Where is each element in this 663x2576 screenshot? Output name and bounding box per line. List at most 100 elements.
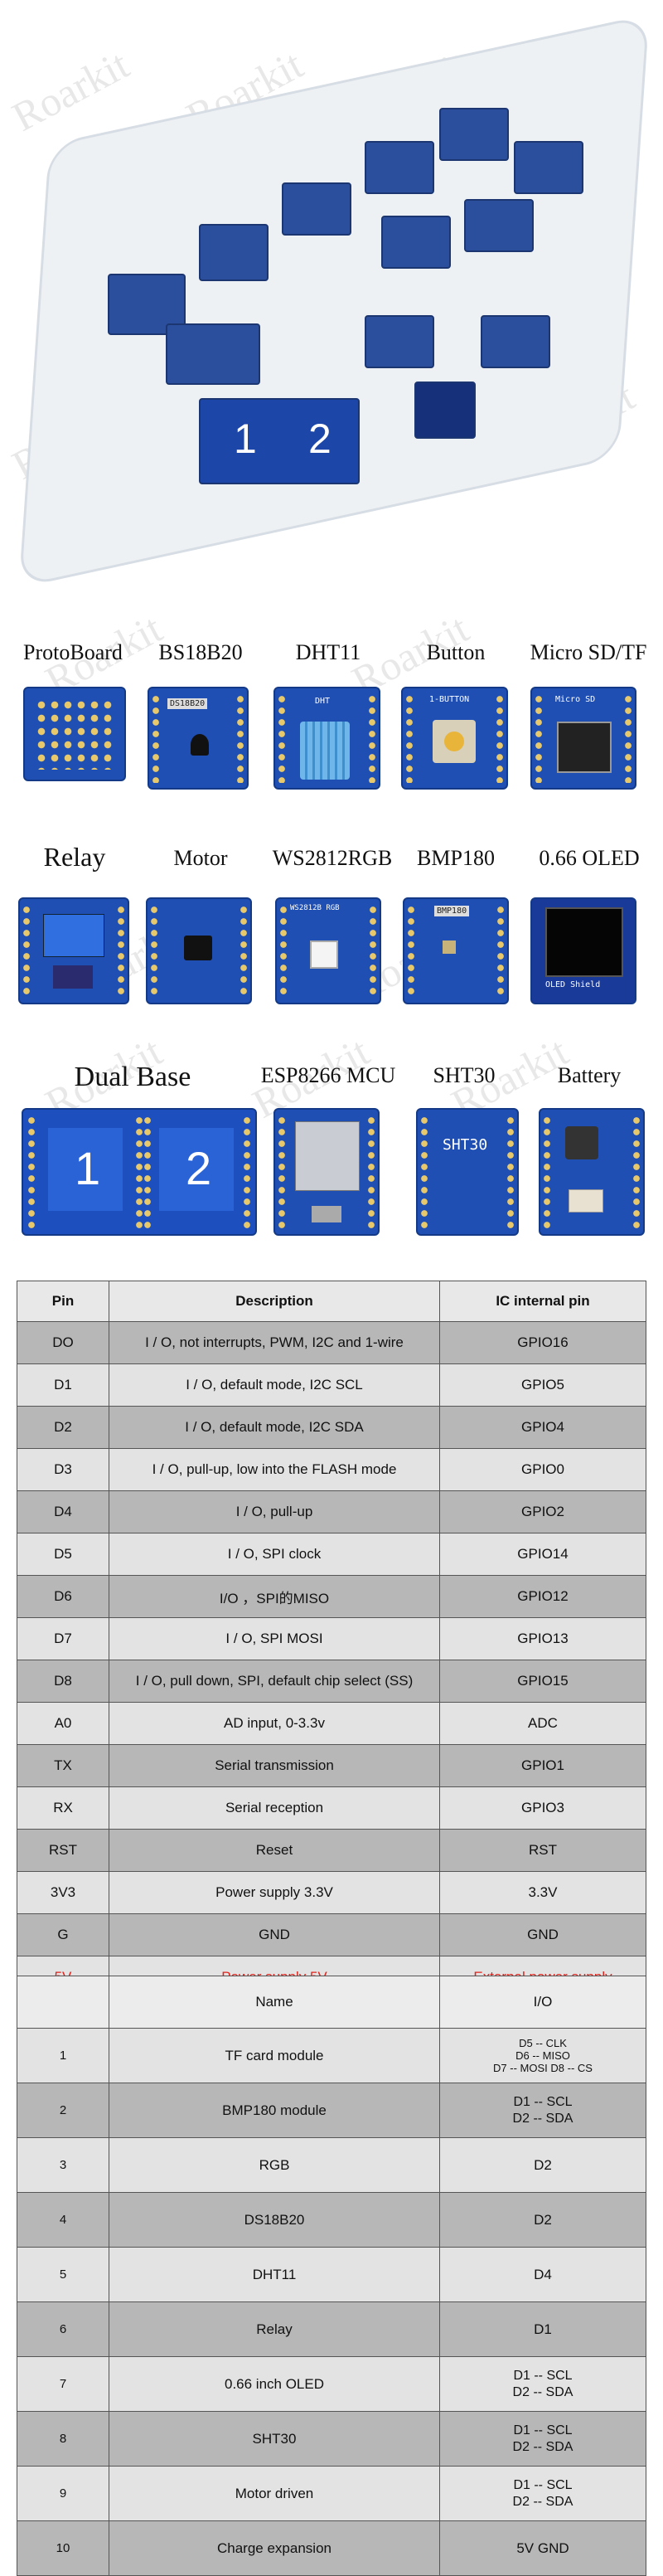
column-header-io: I/O (439, 1976, 646, 2029)
io-line: D1 -- SCL (513, 2423, 573, 2437)
module-name-cell: TF card module (109, 2028, 440, 2083)
description-cell: Reset (109, 1829, 440, 1872)
io-line: D4 (534, 2266, 552, 2282)
number-cell: 1 (17, 2028, 109, 2083)
base-number: 2 (308, 416, 332, 462)
ic-pin-cell: GPIO4 (439, 1406, 646, 1449)
product-label-dual-base: Dual Base (74, 1062, 191, 1092)
description-cell: I / O, default mode, I2C SDA (109, 1406, 440, 1449)
ic-pin-cell: 3.3V (439, 1871, 646, 1914)
description-cell: AD input, 0-3.3v (109, 1702, 440, 1745)
sht30-board-image: SHT30 (416, 1108, 519, 1236)
description-cell: I / O, not interrupts, PWM, I2C and 1-wi… (109, 1321, 440, 1364)
description-cell: I / O, SPI MOSI (109, 1617, 440, 1660)
ws2812-board-image: WS2812B RGB (275, 897, 381, 1004)
column-header-name: Name (109, 1976, 440, 2029)
product-label-battery: Battery (557, 1063, 622, 1087)
io-line: D6 -- MISO (515, 2049, 570, 2062)
description-cell: I / O, pull-up (109, 1490, 440, 1533)
pin-cell: D4 (17, 1490, 109, 1533)
module-name-cell: SHT30 (109, 2411, 440, 2467)
number-cell: 5 (17, 2247, 109, 2302)
module-name-cell: DHT11 (109, 2247, 440, 2302)
io-line: D7 -- MOSI D8 -- CS (493, 2062, 593, 2074)
board-silk-text: WS2812B RGB (290, 904, 340, 912)
product-label-bmp180: BMP180 (417, 846, 495, 870)
oled-board (414, 382, 476, 439)
ic-pin-cell: RST (439, 1829, 646, 1872)
pin-cell: D1 (17, 1363, 109, 1407)
io-line: D1 -- SCL (513, 2368, 573, 2383)
module-name-cell: Relay (109, 2301, 440, 2357)
pin-cell: D2 (17, 1406, 109, 1449)
description-cell: GND (109, 1913, 440, 1956)
number-cell: 10 (17, 2520, 109, 2576)
battery-board-image (539, 1108, 645, 1236)
oled-board-image: OLED Shield (530, 897, 636, 1004)
pin-cell: D5 (17, 1533, 109, 1576)
component-board (365, 141, 434, 194)
protoboard-image (23, 687, 126, 781)
product-label-micro-sd: Micro SD/TF (530, 640, 647, 664)
io-line: D5 -- CLK (519, 2037, 567, 2049)
io-cell: D4 (439, 2247, 646, 2302)
hero-product-image: 1 2 (17, 13, 650, 589)
module-name-cell: 0.66 inch OLED (109, 2356, 440, 2412)
component-board (365, 315, 434, 368)
ic-pin-cell: GPIO1 (439, 1744, 646, 1787)
io-line: D1 -- SCL (513, 2094, 573, 2109)
description-cell: I / O, pull down, SPI, default chip sele… (109, 1660, 440, 1703)
number-cell: 7 (17, 2356, 109, 2412)
board-silk-text: Micro SD (555, 695, 596, 704)
pin-cell: D8 (17, 1660, 109, 1703)
component-board (166, 323, 260, 385)
io-line: D2 -- SDA (512, 2384, 573, 2399)
base-number: 2 (186, 1142, 212, 1194)
description-cell: I / O, default mode, I2C SCL (109, 1363, 440, 1407)
microsd-board-image: Micro SD (530, 687, 636, 790)
pin-cell: D7 (17, 1617, 109, 1660)
io-line: D2 -- SDA (512, 2494, 573, 2509)
column-header-pin: Pin (17, 1281, 109, 1322)
ic-pin-cell: GPIO15 (439, 1660, 646, 1703)
table-header-row: Pin Description IC internal pin (17, 1281, 646, 1322)
component-board (381, 216, 451, 269)
board-silk-text: DS18B20 (167, 698, 208, 709)
dht11-board-image: DHT (273, 687, 380, 790)
motor-board-image (146, 897, 252, 1004)
ic-pin-cell: GPIO16 (439, 1321, 646, 1364)
number-cell: 8 (17, 2411, 109, 2467)
description-cell: Serial transmission (109, 1744, 440, 1787)
number-cell: 6 (17, 2301, 109, 2357)
product-label-protoboard: ProtoBoard (23, 640, 123, 664)
pin-cell: A0 (17, 1702, 109, 1745)
module-name-cell: Charge expansion (109, 2520, 440, 2576)
pin-cell: 3V3 (17, 1871, 109, 1914)
component-board (464, 199, 534, 252)
ic-pin-cell: GPIO2 (439, 1490, 646, 1533)
product-label-relay: Relay (43, 842, 106, 872)
pin-cell: TX (17, 1744, 109, 1787)
product-label-motor: Motor (173, 846, 228, 870)
ic-pin-cell: GND (439, 1913, 646, 1956)
board-silk-text: DHT (315, 697, 331, 706)
module-name-cell: RGB (109, 2137, 440, 2193)
ic-pin-cell: GPIO12 (439, 1575, 646, 1618)
product-label-esp8266: ESP8266 MCU (260, 1063, 396, 1087)
pin-cell: D6 (17, 1575, 109, 1618)
